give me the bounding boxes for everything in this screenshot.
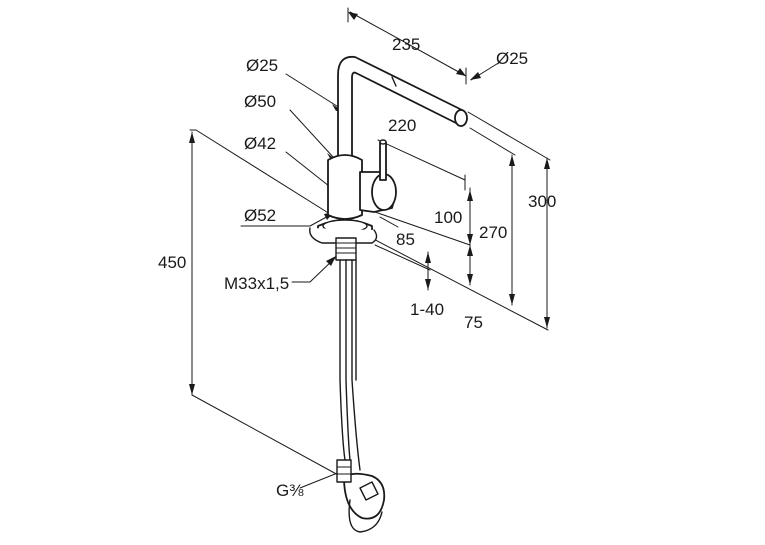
- label-dim-450: 450: [158, 253, 186, 272]
- label-dim-1-40: 1-40: [410, 300, 444, 319]
- spout-outlet: [454, 109, 468, 127]
- label-diameter-50: Ø50: [244, 92, 276, 111]
- label-diameter-25-spout: Ø25: [496, 49, 528, 68]
- lever-handle: [379, 141, 387, 181]
- dimension-arrowheads: [189, 12, 550, 477]
- label-diameter-25-top: Ø25: [246, 56, 278, 75]
- label-dim-100: 100: [434, 208, 462, 227]
- label-thread-m33: M33x1,5: [224, 274, 289, 293]
- label-diameter-52: Ø52: [244, 206, 276, 225]
- label-dim-220: 220: [388, 116, 416, 135]
- label-inlet-g38: G⅜: [276, 481, 304, 500]
- label-dim-300: 300: [528, 192, 556, 211]
- label-dim-75: 75: [464, 313, 483, 332]
- inlet-fitting: [336, 459, 352, 483]
- dimension-labels: Ø25 Ø25 Ø50 Ø42 Ø52 235 220 300 270 100 …: [158, 35, 556, 500]
- label-dim-235: 235: [392, 35, 420, 54]
- main-body: [327, 154, 363, 220]
- label-diameter-42: Ø42: [244, 134, 276, 153]
- label-dim-85: 85: [396, 230, 415, 249]
- label-dim-270: 270: [479, 223, 507, 242]
- faucet-body: [309, 55, 468, 533]
